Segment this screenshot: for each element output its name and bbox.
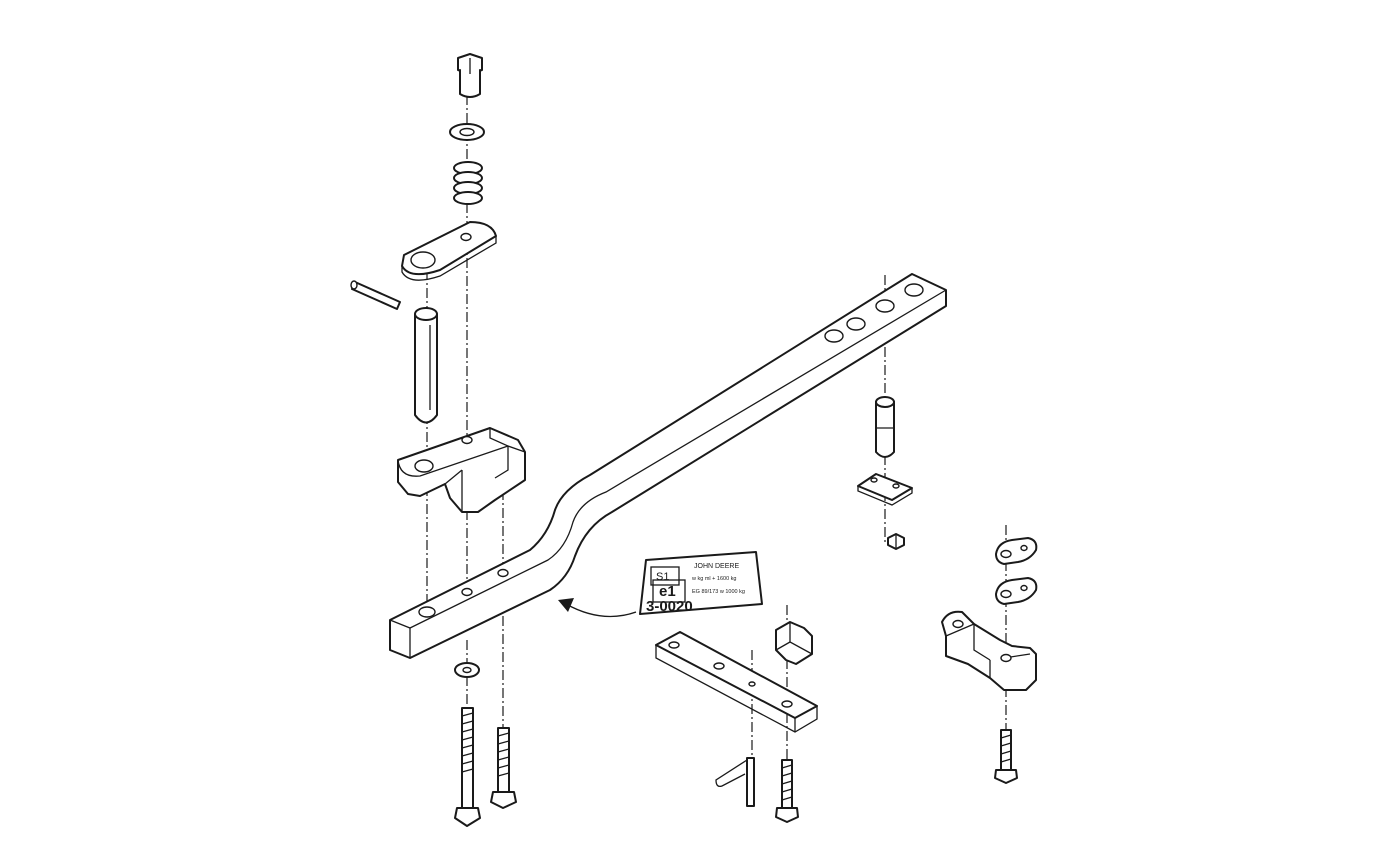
drawbar-pin — [875, 396, 895, 458]
decal-label: S1 e1 JOHN DEERE w kg ml + 1600 kg EG 89… — [639, 551, 763, 615]
decal-line2: EG 89/173 w 1000 kg — [692, 589, 745, 595]
short-bolt — [490, 727, 517, 809]
spring — [453, 161, 483, 205]
shim-upper — [995, 537, 1038, 565]
plate-bolt — [775, 759, 799, 823]
support-bracket — [941, 610, 1037, 691]
retainer-plate — [857, 473, 913, 506]
decal-brand: JOHN DEERE — [694, 563, 739, 570]
hitch-pin — [414, 307, 438, 424]
cotter-pin — [715, 757, 755, 807]
long-bolt — [454, 707, 481, 827]
washer-bottom — [454, 662, 480, 678]
decal-number: 3-0020 — [646, 598, 693, 615]
spring-pin — [350, 280, 401, 310]
decal-line1: w kg ml + 1600 kg — [691, 576, 736, 582]
drawbar — [389, 273, 947, 659]
decal-box-mark: e1 — [659, 583, 676, 600]
mounting-plate — [655, 631, 818, 733]
hammer-strap-jaw — [397, 427, 526, 513]
bracket-bolt — [994, 729, 1018, 784]
hex-plug — [457, 53, 483, 98]
small-screw — [887, 533, 905, 550]
arrow — [558, 598, 637, 618]
shim-lower — [995, 577, 1038, 605]
spring-clip — [775, 621, 813, 665]
washer-top — [449, 123, 485, 141]
decal-box-top: S1 — [656, 571, 669, 583]
clamp-plate — [401, 221, 497, 281]
centerlines — [426, 95, 1007, 780]
